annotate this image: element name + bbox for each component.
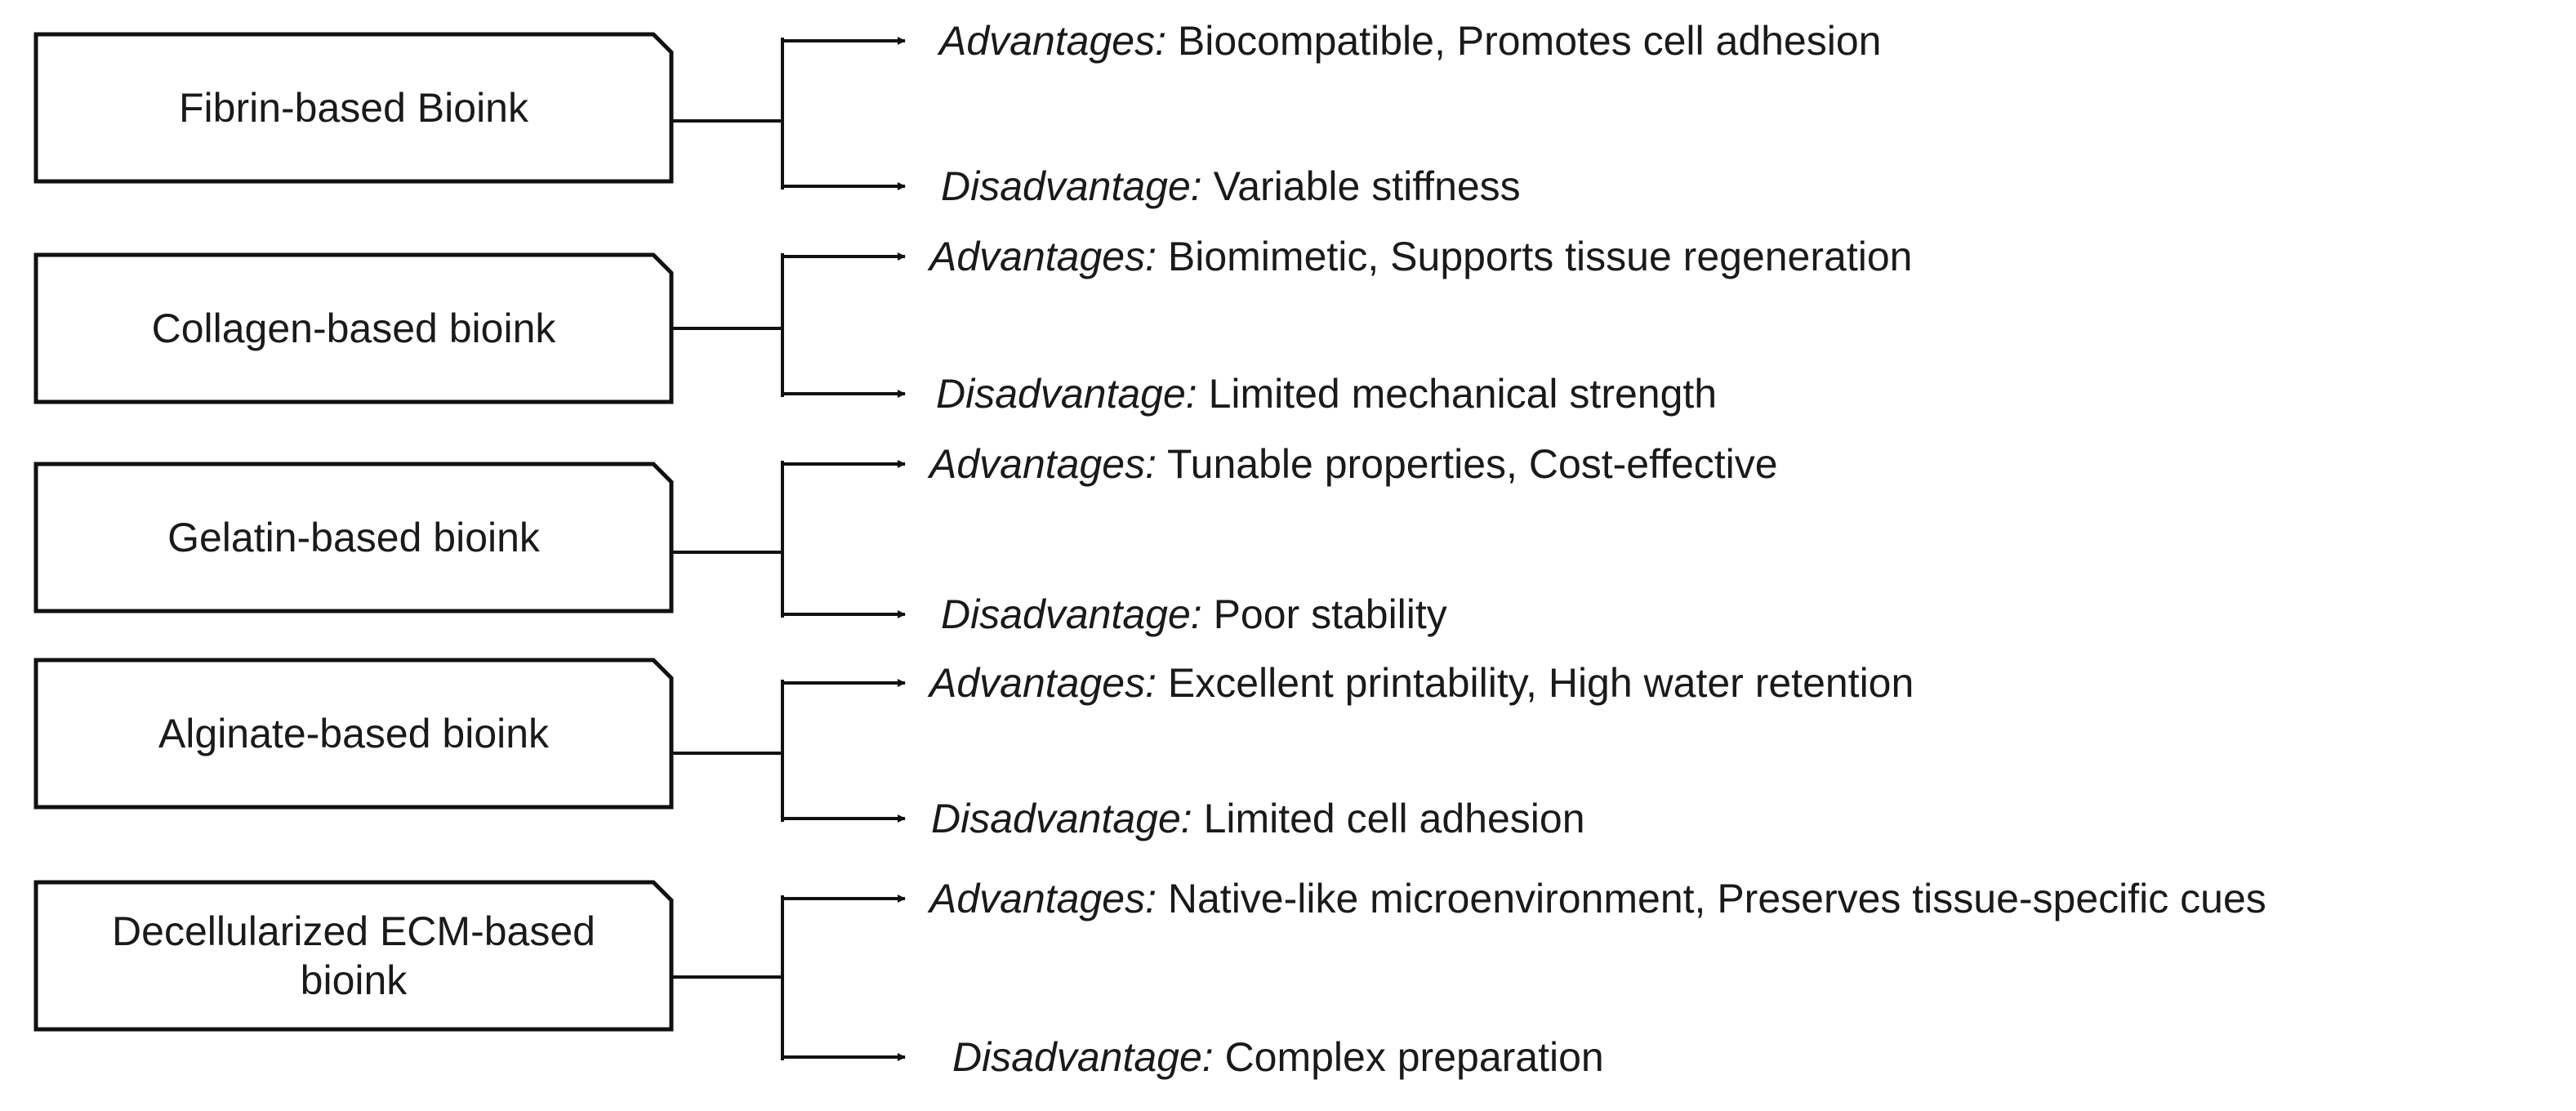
advantage-line-collagen: Advantages: Biomimetic, Supports tissue …	[929, 232, 1912, 281]
material-box-collagen: Collagen-based bioink	[36, 255, 671, 402]
material-label-fibrin: Fibrin-based Bioink	[179, 85, 528, 131]
advantage-text: Excellent printability, High water reten…	[1167, 660, 1914, 706]
connector-stem	[671, 38, 784, 190]
disadvantage-text: Variable stiffness	[1213, 163, 1521, 209]
advantage-text: Tunable properties, Cost-effective	[1166, 441, 1778, 487]
disadvantage-line-fibrin: Disadvantage: Variable stiffness	[941, 162, 1521, 211]
disadvantage-text: Poor stability	[1213, 591, 1447, 637]
disadvantage-key: Disadvantage:	[952, 1034, 1214, 1080]
disadvantage-text: Limited cell adhesion	[1203, 796, 1585, 841]
material-box-outline	[33, 252, 674, 404]
disadvantage-text: Limited mechanical strength	[1208, 371, 1718, 417]
advantage-key: Advantages:	[939, 18, 1166, 64]
disadvantage-key: Disadvantage:	[941, 591, 1202, 637]
connector-stem	[671, 253, 784, 397]
material-label-collagen: Collagen-based bioink	[151, 306, 556, 351]
material-box-decm: Decellularized ECM-based bioink	[36, 882, 671, 1029]
disadvantage-key: Disadvantage:	[941, 163, 1202, 209]
connector-stem	[671, 895, 784, 1060]
material-box-outline	[33, 658, 674, 810]
disadvantage-text: Complex preparation	[1224, 1034, 1604, 1080]
advantage-key: Advantages:	[929, 441, 1157, 487]
advantage-text: Biomimetic, Supports tissue regeneration	[1167, 234, 1913, 279]
advantage-key: Advantages:	[929, 660, 1157, 706]
material-label-alginate: Alginate-based bioink	[158, 711, 550, 756]
connector-stem	[671, 680, 784, 822]
advantage-text: Biocompatible, Promotes cell adhesion	[1177, 18, 1882, 64]
disadvantage-key: Disadvantage:	[936, 371, 1197, 417]
connector-stem	[671, 461, 784, 618]
advantage-line-fibrin: Advantages: Biocompatible, Promotes cell…	[939, 16, 1881, 65]
disadvantage-line-gelatin: Disadvantage: Poor stability	[941, 590, 1447, 639]
disadvantage-key: Disadvantage:	[931, 796, 1192, 841]
disadvantage-line-alginate: Disadvantage: Limited cell adhesion	[931, 794, 1585, 843]
advantage-text: Native-like microenvironment, Preserves …	[1167, 876, 2266, 921]
material-box-outline	[33, 32, 674, 184]
disadvantage-line-decm: Disadvantage: Complex preparation	[952, 1033, 1604, 1082]
material-box-alginate: Alginate-based bioink	[36, 660, 671, 807]
advantage-line-alginate: Advantages: Excellent printability, High…	[929, 658, 1914, 707]
material-box-outline	[33, 880, 674, 1032]
advantage-line-gelatin: Advantages: Tunable properties, Cost-eff…	[929, 439, 1778, 489]
material-label-decm: Decellularized ECM-based bioink	[112, 908, 595, 1003]
material-box-fibrin: Fibrin-based Bioink	[36, 34, 671, 181]
advantage-key: Advantages:	[929, 876, 1157, 921]
disadvantage-line-collagen: Disadvantage: Limited mechanical strengt…	[936, 369, 1717, 418]
material-label-gelatin: Gelatin-based bioink	[167, 515, 540, 560]
advantage-key: Advantages:	[929, 234, 1157, 279]
material-box-outline	[33, 462, 674, 614]
material-box-gelatin: Gelatin-based bioink	[36, 464, 671, 611]
advantage-line-decm: Advantages: Native-like microenvironment…	[929, 874, 2266, 923]
